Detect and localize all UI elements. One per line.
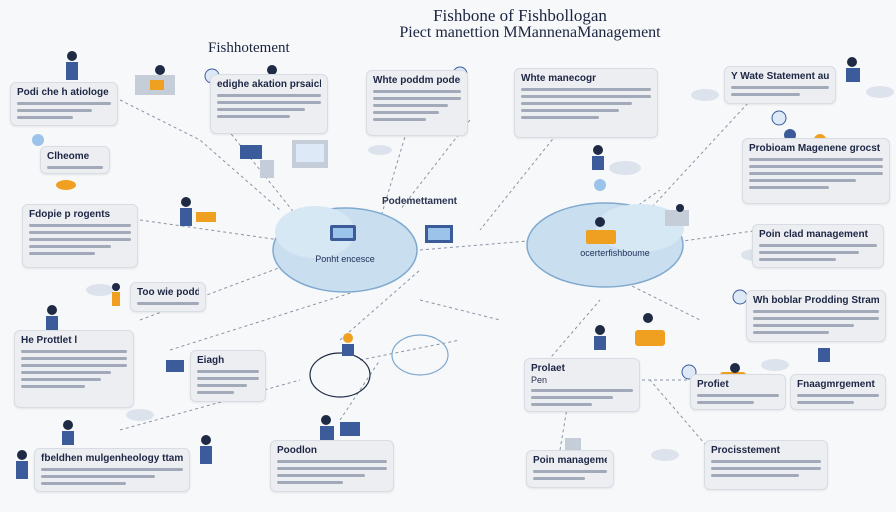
card-c16: Fnaagmrgement [790,374,886,410]
card-c9-heading: Poin clad management [759,229,868,240]
person-icon-6 [342,333,354,356]
card-c11-heading: Wh boblar Prodding Stramet [753,295,879,306]
monitor-icon-19 [565,438,581,450]
card-c12: He Prottlet l [14,330,134,408]
monitor-icon-1 [240,145,274,178]
person-desk-icon-13 [635,313,665,346]
card-c10: Too wie podde [130,282,206,312]
card-c19-heading: Poin management [533,455,607,466]
card-c16-heading: Fnaagmrgement [797,379,875,390]
cloud-right [526,202,684,288]
card-c12-heading: He Prottlet l [21,335,78,346]
monitor-icon-2 [292,140,328,168]
person-icon-10 [16,450,28,479]
person-icon-5 [46,305,58,330]
card-c3: Whte poddm poder [366,70,468,136]
card-c1-heading: Podi che h atiologe [17,87,109,98]
card-c1: Podi che h atiologe [10,82,118,126]
card-c6: Clheome [40,146,110,174]
card-c4: Whte manecogr [514,68,658,138]
card-c2: edighe akation prsaicke [210,74,328,134]
person-icon-16 [846,57,860,82]
card-c3-heading: Whte poddm poder [373,75,461,86]
person-icon-11 [592,145,606,191]
person-icon-9 [200,435,212,464]
diagram-section-title: Fishhotement [208,40,290,56]
card-c14: Prolaet Pen [524,358,640,412]
card-c13: Eiagh [190,350,266,402]
cloud-right-label: ocerterfishboume [580,248,650,258]
card-c20: Procisstement [704,440,828,490]
card-c7: Probioam Magenene grocst [742,138,890,204]
card-c7-heading: Probioam Magenene grocst [749,143,881,154]
card-c15: Profiet [690,374,786,410]
person-desk-icon-7 [320,415,360,440]
card-c10-heading: Too wie podde [137,287,199,298]
monitor-icon-3 [425,225,453,243]
card-c15-heading: Profiet [697,379,729,390]
diagram-title: Fishbone of Fishbollogan [433,6,607,25]
card-c14-heading: Prolaet [531,363,565,374]
card-c17: fbeldhen mulgenheology ttament [34,448,190,492]
card-c20-heading: Procisstement [711,445,780,456]
card-c13-heading: Eiagh [197,355,225,366]
card-c14-sub: Pen [531,375,548,385]
card-c8: Fdopie p rogents [22,204,138,268]
card-c5-heading: Y Wate Statement auue [731,71,829,82]
diagram-subtitle: Piect manettion MMannenaManagement [399,24,661,41]
person-icon-1 [66,51,78,80]
person-desk-icon-12 [665,204,689,226]
person-desk-icon-3 [180,197,216,226]
person-icon-8 [62,420,74,445]
card-c2-heading: edighe akation prsaicke [217,79,321,90]
card-c5: Y Wate Statement auue [724,66,836,104]
card-c17-heading: fbeldhen mulgenheology ttament [41,453,183,464]
cloud-left-label: Ponht encesce [315,254,375,264]
card-c18: Poodlon [270,440,394,492]
monitor-icon-18 [818,348,830,362]
card-c6-heading: Clheome [47,151,90,162]
person-icon-4 [112,283,120,306]
cloud-left [272,206,418,293]
card-c9: Poin clad management [752,224,884,268]
desk-icon-1 [135,65,175,95]
cloud-bottom [309,334,449,398]
mid-label: Podemettament [382,196,458,207]
card-c4-heading: Whte manecogr [521,73,597,84]
orange-stack-icon [32,134,76,190]
card-c11: Wh boblar Prodding Stramet [746,290,886,342]
card-c19: Poin management [526,450,614,488]
card-c18-heading: Poodlon [277,445,317,456]
person-icon-14 [594,325,606,350]
card-c8-heading: Fdopie p rogents [29,209,111,220]
